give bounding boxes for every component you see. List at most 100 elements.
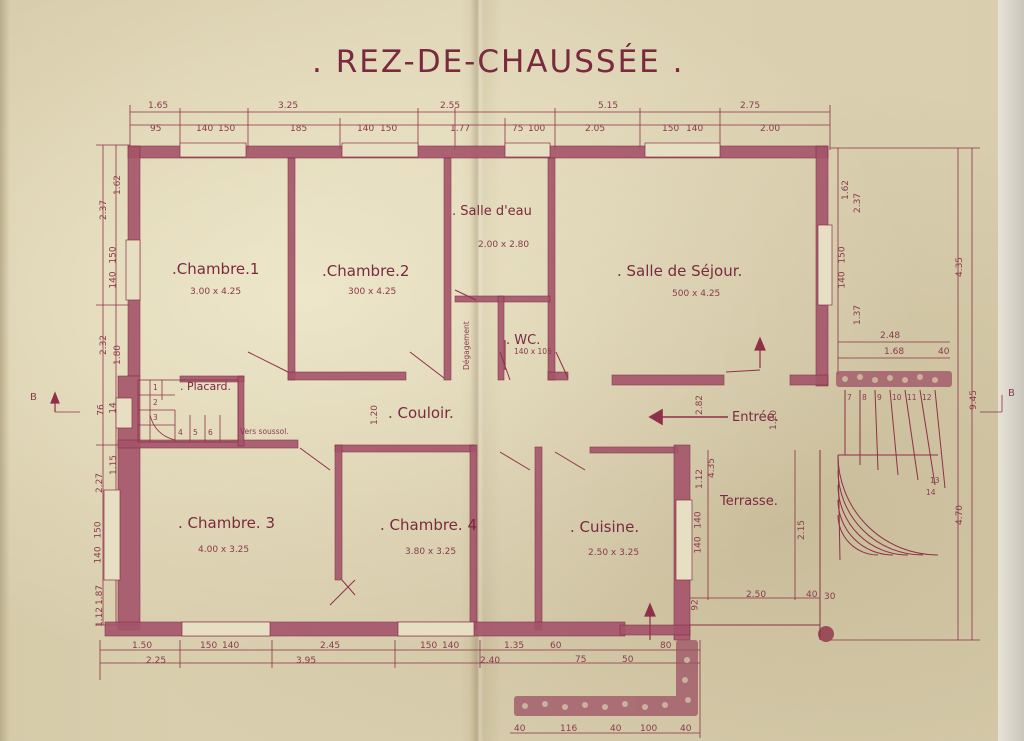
walls [104,145,829,641]
dim-mid-4: 1.12 [695,468,706,490]
dim-bottom2-3: 2.40 [480,656,501,666]
room-size-chambre-1: 3.00 x 4.25 [190,287,242,297]
dim-right-11: 40 [938,347,950,357]
room-size-cuisine: 2.50 x 3.25 [588,548,640,558]
passage-label: Dégagement [462,321,471,370]
room-label-salle-d-eau: . Salle d'eau [452,204,532,219]
dim-bottom3-5: 40 [680,724,692,734]
dim-top2-5: 140 [357,124,375,134]
dim-left-4: 140 [108,271,119,289]
dim-right-7: 2.48 [880,331,901,341]
dim-right-1: 1.62 [841,179,852,201]
room-label-chambre-2: .Chambre.2 [322,262,410,280]
room-size-wc: 140 x 105 [514,347,552,356]
dim-top2-2: 140 [196,124,214,134]
room-label-cuisine: . Cuisine. [570,518,640,536]
dim-bottom-1: 1.50 [132,641,153,651]
dim-left-11: 150 [93,521,104,539]
dim-right-6: 4.35 [955,256,966,278]
dim-left-3: 150 [108,246,119,264]
room-size-salle-de-sejour: 500 x 4.25 [672,289,721,299]
dim-top2-1: 95 [150,124,162,134]
dim-bottom3-2: 116 [560,724,578,734]
entrance-steps [690,389,946,640]
room-size-salle-d-eau: 2.00 x 2.80 [478,240,530,250]
dim-right-3: 150 [837,246,848,264]
dim-top-2: 3.25 [278,101,299,111]
stair-number: 12 [922,393,932,402]
stair-number: 11 [907,393,917,402]
section-marker-left: B [30,392,37,403]
dim-mid-1: 1.20 [370,404,381,426]
dim-top2-9: 100 [528,124,546,134]
dim-mid-8: 92 [690,599,701,611]
stair-number: 5 [193,428,198,437]
dim-bottom-2: 150 [200,641,218,651]
windows [103,142,833,637]
dim-top2-6: 150 [380,124,398,134]
stair-number: 13 [930,476,940,485]
dim-bottom-5: 150 [420,641,438,651]
direction-arrows [50,336,766,640]
dim-right-4: 140 [837,271,848,289]
stair-number: 8 [862,393,867,402]
dim-bottom2-2: 3.95 [296,656,317,666]
room-size-chambre-4: 3.80 x 3.25 [405,547,457,557]
dim-bottom-9: 75 [575,655,587,665]
stair-number: 14 [926,488,936,497]
dim-right-12: 2.15 [797,519,808,541]
paper-edge-right [998,0,1024,741]
dim-left-13: 1.87 [95,584,106,606]
dim-right-8: 1.68 [884,347,905,357]
dim-top2-11: 150 [662,124,680,134]
room-label-couloir: . Couloir. [388,404,454,422]
dim-top2-10: 2.05 [585,124,606,134]
dim-bottom-3: 140 [222,641,240,651]
dim-bottom-10: 50 [622,655,634,665]
dim-bottom3-1: 40 [514,724,526,734]
paper-edge-left [0,0,10,741]
room-size-chambre-3: 4.00 x 3.25 [198,545,250,555]
dim-right-14: 40 [806,590,818,600]
stone-texture [522,374,938,710]
dim-right-10: 4.70 [955,504,966,526]
dim-top2-3: 150 [218,124,236,134]
dim-right-2: 2.37 [853,192,864,214]
stair-number: 2 [153,398,158,407]
room-label-chambre-3: . Chambre. 3 [178,514,275,532]
dim-left-1: 2.37 [99,199,110,221]
room-label-salle-de-sejour: . Salle de Séjour. [617,262,743,280]
stair-number: 9 [877,393,882,402]
dim-left-6: 1.80 [113,344,124,366]
basement-stairs [137,379,239,443]
section-marker-right: B [1008,388,1015,399]
dim-mid-7: 1.20 [769,409,780,431]
basement-label: Vers soussol. [240,427,289,436]
dim-mid-5: 140 [693,511,704,529]
dim-right-15: 30 [824,592,836,602]
dim-bottom-6: 140 [442,641,460,651]
dim-top2-8: 75 [512,124,524,134]
dim-bottom-7: 1.35 [504,641,525,651]
entrance-arrow [648,408,728,426]
room-label-chambre-4: . Chambre. 4 [380,516,477,534]
room-label-terrasse: Terrasse. [720,494,778,509]
dim-bottom-11: 80 [660,641,672,651]
dim-bottom3-3: 40 [610,724,622,734]
dim-mid-2: 2.82 [695,394,706,416]
dim-top-3: 2.55 [440,101,461,111]
dim-left-5: 2.32 [99,334,110,356]
dim-top2-12: 140 [686,124,704,134]
dim-top-5: 2.75 [740,101,761,111]
stair-number: 7 [847,393,852,402]
page-title: . REZ-DE-CHAUSSÉE . [312,44,685,80]
dim-bottom3-4: 100 [640,724,658,734]
dim-mid-6: 140 [693,536,704,554]
downpipe-icon [818,626,834,642]
dim-bottom2-1: 2.25 [146,656,167,666]
dim-bottom-4: 2.45 [320,641,341,651]
stair-number: 6 [208,428,213,437]
dim-left-12: 140 [93,546,104,564]
dim-right-13: 2.50 [746,590,767,600]
